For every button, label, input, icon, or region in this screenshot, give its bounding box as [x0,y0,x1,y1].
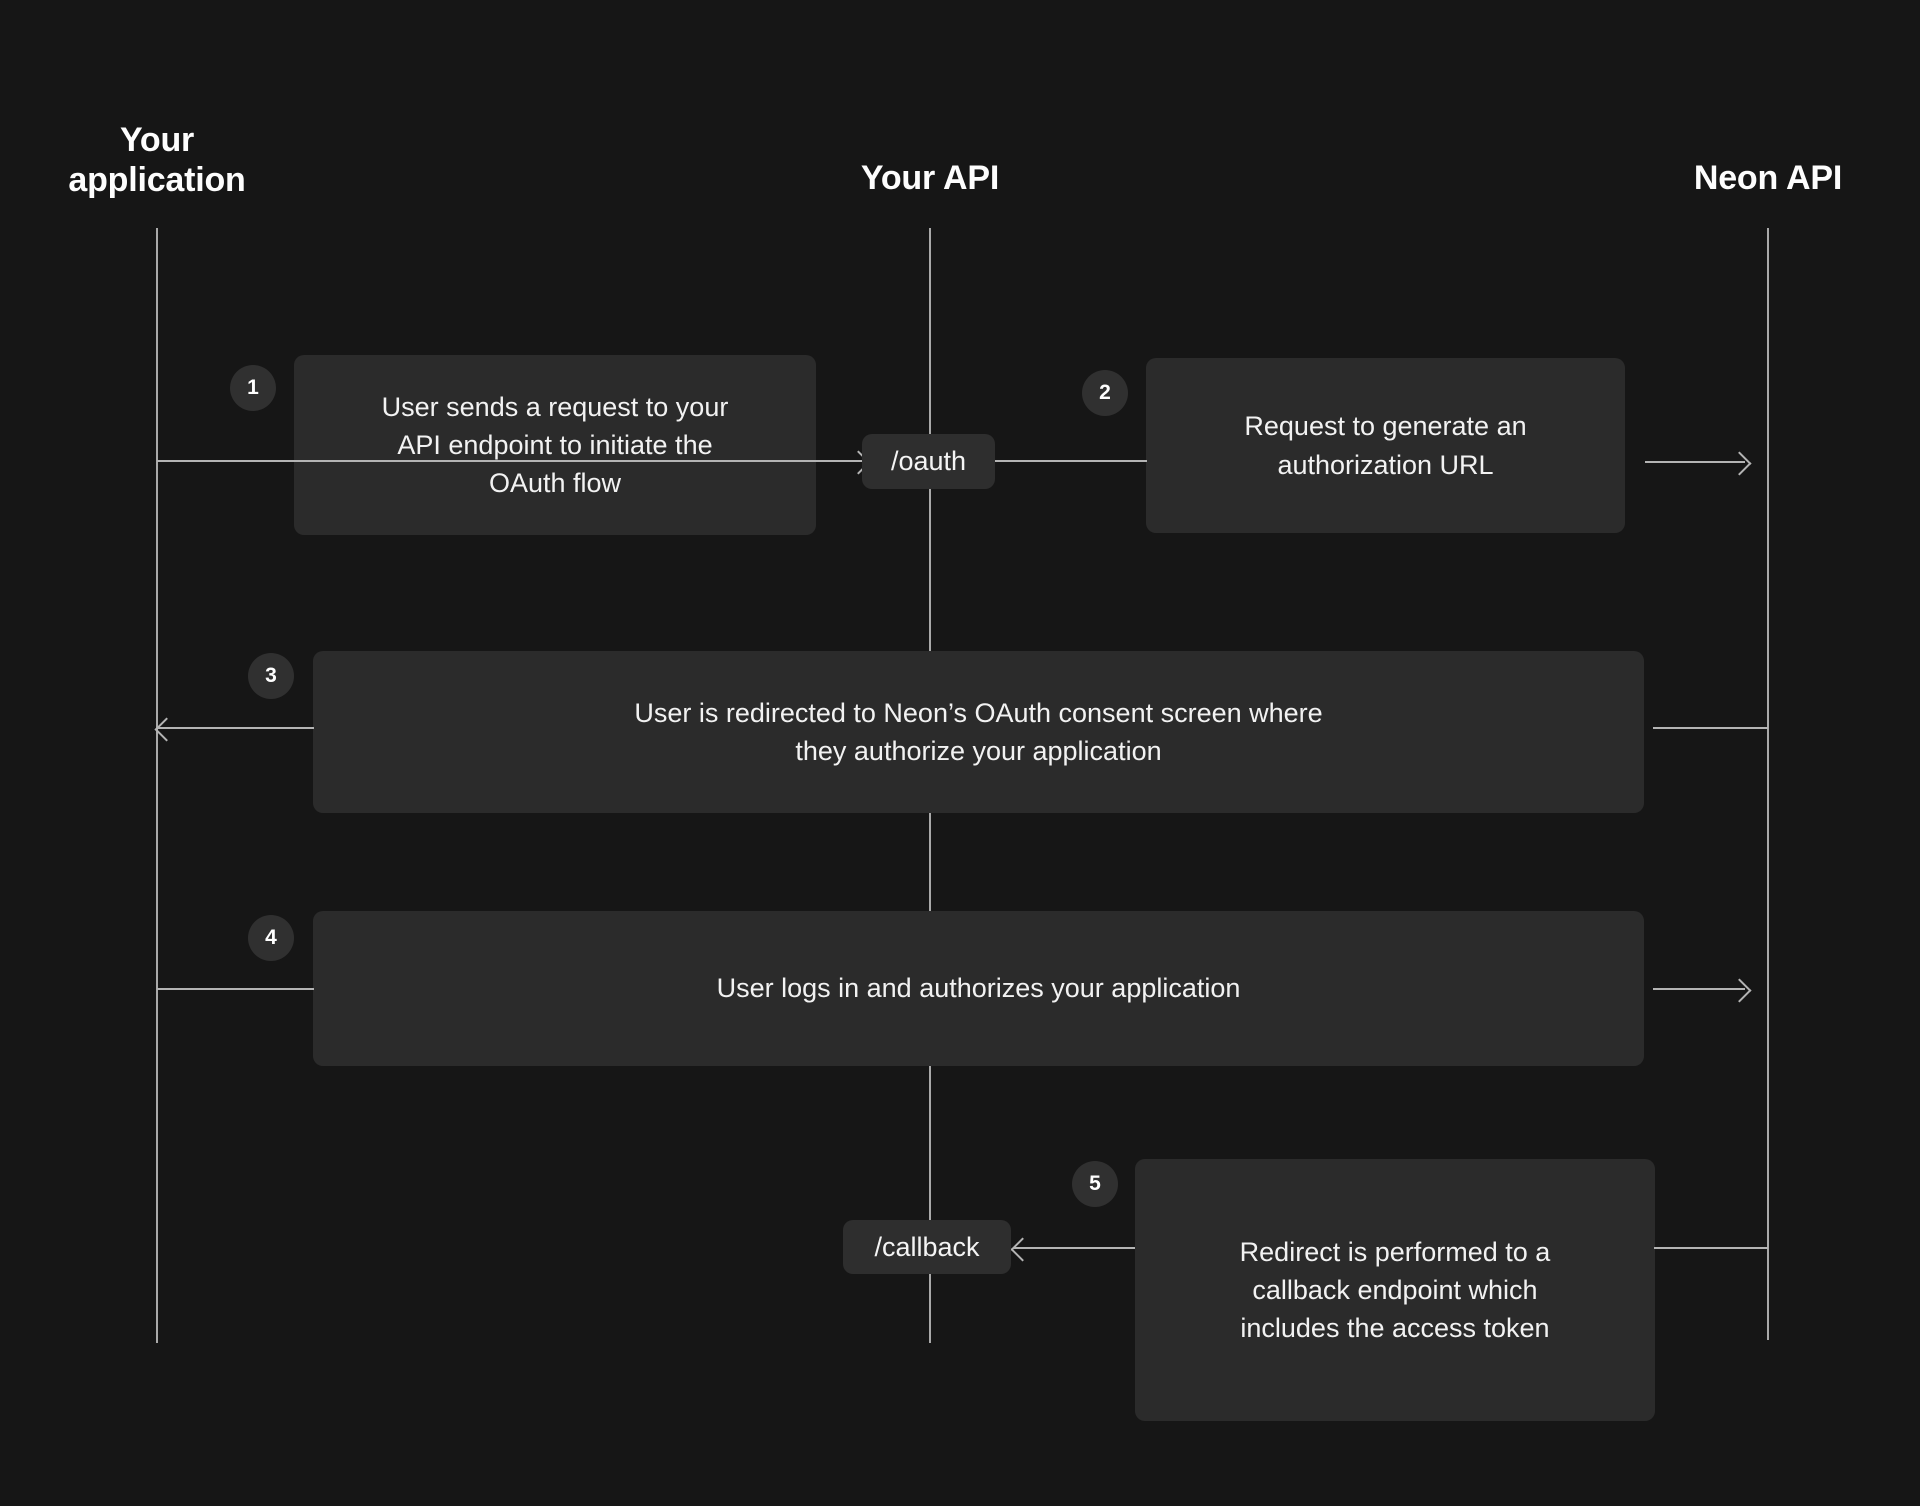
step-message-text-4: User logs in and authorizes your applica… [716,973,1241,1004]
step-message-box-4: User logs in and authorizes your applica… [313,911,1644,1066]
step-message-box-5: Redirect is performed to a callback endp… [1135,1159,1655,1421]
step-message-box-2: Request to generate an authorization URL [1146,358,1625,533]
connector-step-3-to-app [157,727,314,729]
lifeline-neon-api [1767,228,1769,1340]
connector-step-4-to-neon [1653,988,1745,990]
arrowhead-left-icon [154,717,179,742]
step-badge-1: 1 [230,365,276,411]
step-message-text-2: Request to generate an authorization URL [1244,411,1527,480]
arrowhead-right-icon [1727,451,1752,476]
connector-oauth-to-step-2 [995,460,1147,462]
step-badge-3: 3 [248,653,294,699]
endpoint-chip-callback: /callback [843,1220,1011,1274]
connector-neon-to-step-5 [1654,1247,1768,1249]
lane-header-your-application: Your application [68,121,246,200]
step-badge-5: 5 [1072,1161,1118,1207]
connector-app-to-step-4 [157,988,314,990]
arrowhead-right-icon [1727,978,1752,1003]
connector-step-5-to-callback [1013,1247,1135,1249]
lane-header-neon-api: Neon API [1693,159,1843,197]
lane-header-your-api: Your API [860,159,1000,197]
step-message-text-1: User sends a request to your API endpoin… [381,391,729,499]
step-message-box-3: User is redirected to Neon’s OAuth conse… [313,651,1644,813]
connector-neon-to-step-3 [1653,727,1768,729]
connector-step-1-to-oauth [157,460,864,462]
step-badge-2: 2 [1082,370,1128,416]
step-badge-4: 4 [248,915,294,961]
endpoint-chip-oauth: /oauth [862,434,995,489]
step-message-text-3: User is redirected to Neon’s OAuth conse… [634,697,1323,766]
step-message-box-1: User sends a request to your API endpoin… [294,355,816,535]
step-message-text-5: Redirect is performed to a callback endp… [1239,1236,1551,1344]
lifeline-your-application [156,228,158,1343]
connector-step-2-to-neon [1645,461,1745,463]
arrowhead-left-icon [1010,1237,1035,1262]
